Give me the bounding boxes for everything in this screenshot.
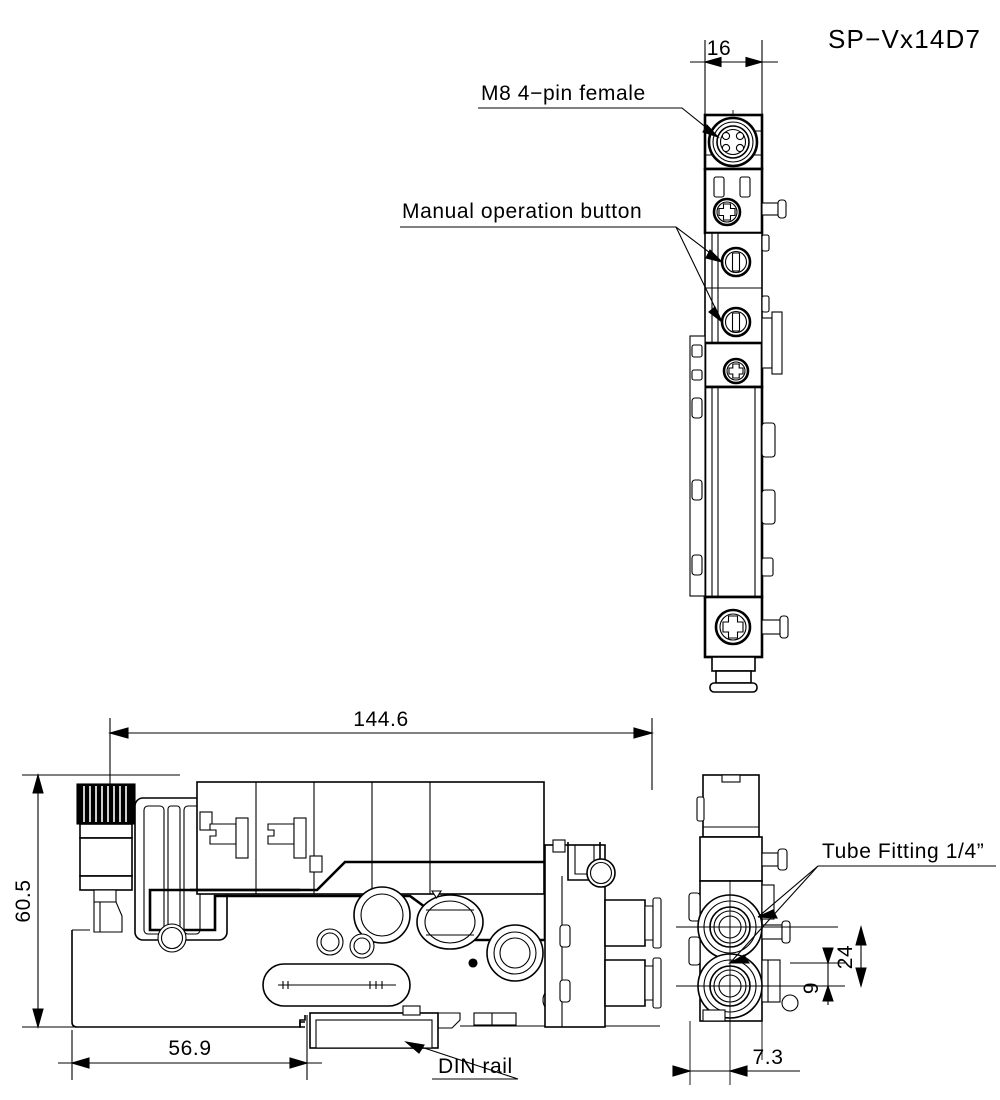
dimension-width-top: 16 [690, 37, 778, 120]
front-bottom-foot [702, 1009, 726, 1022]
m8-cable-connector [76, 783, 136, 933]
port-circle-small-left [157, 923, 187, 953]
dimension-73-label: 7.3 [753, 1046, 784, 1069]
phillips-screw-mid [722, 357, 750, 385]
side-nub-upper [761, 202, 779, 216]
callout-manual-label: Manual operation button [402, 200, 642, 223]
callout-din-rail: DIN rail [404, 1041, 519, 1080]
plate-tab-3 [691, 397, 703, 419]
right-block-tab-2 [559, 979, 571, 1003]
manifold-body [703, 385, 764, 599]
valve-port-3 [486, 924, 544, 982]
plate-tab-1 [691, 344, 703, 358]
valve-port-5 [349, 933, 375, 959]
latch-feature-1 [209, 817, 249, 859]
right-port-2 [761, 489, 776, 525]
callout-tube-fitting: Tube Fitting 1/4” [727, 840, 996, 964]
front-solenoid-top [702, 774, 760, 838]
front-mid-cap [777, 848, 788, 871]
phillips-screw-lower [714, 608, 752, 646]
right-top-port [567, 842, 616, 888]
m8-connector-icon [707, 116, 759, 168]
front-left-tab-1 [688, 892, 701, 922]
front-view-group: 7.3 24 9 [672, 774, 867, 1085]
dimension-569-label: 56.9 [168, 1037, 211, 1060]
side-view-group: 144.6 60.5 56.9 [12, 708, 662, 1080]
latch-tab-3 [309, 855, 323, 873]
front-left-tab-2 [688, 936, 701, 966]
small-pin-hole [468, 958, 478, 968]
dimension-16-label: 16 [707, 37, 732, 60]
right-block-tab-1 [559, 924, 571, 948]
solenoid-slot-right [739, 176, 751, 198]
phillips-screw-upper [712, 197, 742, 227]
drawing-title: SP−Vx14D7 [828, 24, 981, 54]
dimension-port-offset: 9 [790, 947, 845, 1005]
body-tab-2 [761, 295, 770, 313]
dimension-depth-bottom: 7.3 [672, 1046, 800, 1077]
front-mid-nub [761, 852, 779, 867]
dimension-1446-label: 144.6 [353, 708, 409, 731]
dimension-port-spacing: 24 [834, 924, 867, 989]
dimension-height-overall: 60.5 [12, 772, 118, 1030]
callout-m8-label: M8 4−pin female [481, 82, 646, 105]
din-rail-shape [299, 1005, 461, 1049]
valve-port-1 [353, 886, 411, 944]
callout-din-label: DIN rail [438, 1055, 513, 1078]
main-body-panel [196, 781, 545, 895]
capsule-feature [262, 963, 411, 1007]
lower-slot [473, 1012, 517, 1026]
exhaust-ring-1 [711, 656, 756, 672]
right-block-nub [552, 839, 566, 853]
right-fitting-strip-a [761, 317, 773, 369]
front-right-cap [781, 920, 791, 944]
bottom-cap [779, 615, 789, 639]
side-cap-upper [777, 199, 787, 219]
marker-triangle [430, 890, 443, 900]
body-tab-1 [761, 234, 770, 252]
dimension-length-overall: 144.6 [107, 708, 655, 790]
plate-tab-5 [691, 554, 703, 576]
solenoid-slot-left [713, 176, 725, 198]
front-solenoid-tab [696, 796, 705, 822]
bottom-nub [761, 619, 781, 635]
tube-fitting-side-1 [604, 897, 662, 949]
valve-port-4 [316, 928, 344, 956]
tube-fitting-side-2 [604, 957, 662, 1009]
manual-button-2[interactable] [720, 306, 752, 338]
right-port-3 [761, 557, 774, 577]
dimension-605-label: 60.5 [12, 879, 35, 922]
front-right-strip-2 [761, 959, 781, 1003]
latch-feature-2 [267, 817, 307, 859]
manual-button-1[interactable] [720, 246, 752, 278]
latch-tab-0 [199, 811, 213, 831]
plate-tab-2 [691, 369, 703, 381]
right-fitting-strip-b [771, 311, 783, 375]
dimension-length-partial: 56.9 [58, 1015, 322, 1080]
exhaust-ring-2 [715, 670, 752, 684]
plate-tab-4 [691, 479, 703, 501]
front-mid-block [699, 836, 763, 882]
exhaust-ring-3 [709, 682, 758, 693]
callout-manual-button: Manual operation button [400, 200, 724, 323]
top-view-group: 16 [689, 37, 789, 693]
front-solenoid-cap [721, 774, 741, 783]
callout-tube-label: Tube Fitting 1/4” [822, 840, 984, 863]
valve-port-2 [416, 894, 484, 950]
front-right-hole [781, 994, 799, 1012]
callout-m8-connector: M8 4−pin female [478, 82, 720, 139]
dimension-9-label: 9 [800, 982, 823, 994]
dimension-24-label: 24 [834, 945, 857, 970]
right-port-1 [761, 422, 776, 458]
housing-outline-left [71, 930, 305, 1028]
